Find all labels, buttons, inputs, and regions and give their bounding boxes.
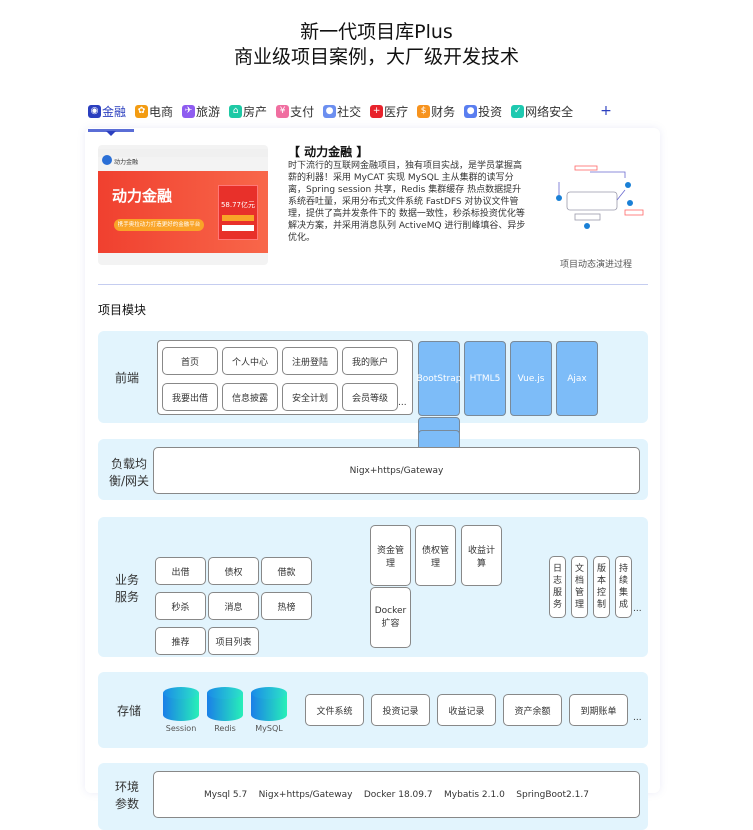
business-item[interactable]: 出借 xyxy=(155,557,206,585)
frontend-page[interactable]: 信息披露 xyxy=(222,383,278,411)
business-item[interactable]: 债权 xyxy=(208,557,259,585)
tab-2[interactable]: ✈旅游 xyxy=(182,100,220,122)
database-icon xyxy=(207,687,243,721)
tab-1[interactable]: ✿电商 xyxy=(135,100,173,122)
business-item[interactable]: 秒杀 xyxy=(155,592,206,620)
business-service[interactable]: Docker扩容 xyxy=(370,587,411,648)
tab-8[interactable]: ●投资 xyxy=(464,100,502,122)
frontend-page[interactable]: 我的账户 xyxy=(342,347,398,375)
evolution-diagram[interactable] xyxy=(555,160,645,235)
tab-label: 电商 xyxy=(149,104,174,119)
add-tab-button[interactable]: + xyxy=(600,103,612,119)
storage-item[interactable]: 投资记录 xyxy=(371,694,430,726)
frontend-label: 前端 xyxy=(114,371,139,385)
airplane-icon: ✈ xyxy=(182,104,196,118)
project-description: 时下流行的互联网金融项目，独有项目实战，是学员掌握高薪的利器！采用 MyCAT … xyxy=(288,161,526,243)
frontend-page[interactable]: 安全计划 xyxy=(282,383,338,411)
payment-icon: ¥ xyxy=(276,104,290,118)
active-tab-indicator xyxy=(88,129,134,132)
business-vertical-item[interactable]: 文档管理 xyxy=(571,556,588,618)
tab-label: 社交 xyxy=(337,104,362,119)
database-label: Redis xyxy=(214,724,236,733)
shield-icon: ✓ xyxy=(511,104,525,118)
frontend-page[interactable]: 注册登陆 xyxy=(282,347,338,375)
tab-label: 财务 xyxy=(431,104,456,119)
tech-box: Ajax xyxy=(556,341,598,416)
cylinder-top xyxy=(207,687,243,699)
page-title: 新一代项目库Plus xyxy=(300,21,453,43)
project-screenshot[interactable]: 动力金融 动力金融 携手奥拉动力打造更好的金融平台 58.77亿元 xyxy=(98,145,268,265)
business-item[interactable]: 热榜 xyxy=(261,592,312,620)
tab-7[interactable]: $财务 xyxy=(417,100,455,122)
tab-0[interactable]: ◉金融 xyxy=(88,100,126,122)
tab-label: 投资 xyxy=(478,104,503,119)
caret-down-icon xyxy=(106,131,116,136)
business-service[interactable]: 债权管理 xyxy=(415,525,456,586)
env-box: Mysql 5.7 Nigx+https/Gateway Docker 18.0… xyxy=(153,771,640,818)
tab-label: 房产 xyxy=(243,104,268,119)
tab-label: 网络安全 xyxy=(525,104,574,119)
database-icon xyxy=(163,687,199,721)
tab-5[interactable]: ●社交 xyxy=(323,100,361,122)
business-vertical-item[interactable]: 版本控制 xyxy=(593,556,610,618)
house-icon: ⌂ xyxy=(229,104,243,118)
tab-label: 支付 xyxy=(290,104,315,119)
tech-box: Vue.js xyxy=(510,341,552,416)
category-tabs: ◉金融✿电商✈旅游⌂房产¥支付●社交+医疗$财务●投资✓网络安全+ xyxy=(88,100,621,122)
tab-6[interactable]: +医疗 xyxy=(370,100,408,122)
tab-label: 金融 xyxy=(102,104,127,119)
tech-box: BootStrap xyxy=(417,341,461,416)
gateway-box[interactable]: Nigx+https/Gateway xyxy=(153,447,640,494)
user-icon: ● xyxy=(323,104,337,118)
money-bag-icon: ● xyxy=(464,104,478,118)
storage-label: 存储 xyxy=(116,704,141,718)
page-subtitle: 商业级项目案例，大厂级开发技术 xyxy=(233,46,519,68)
medical-kit-icon: + xyxy=(370,104,384,118)
storage-item[interactable]: 文件系统 xyxy=(305,694,364,726)
business-item[interactable]: 项目列表 xyxy=(208,627,259,655)
tab-label: 医疗 xyxy=(384,104,409,119)
gateway-label: 负载均衡/网关 xyxy=(108,457,150,488)
frontend-page[interactable]: 个人中心 xyxy=(222,347,278,375)
diagram-caption: 项目动态演进过程 xyxy=(560,260,633,270)
business-vertical-item[interactable]: 日志服务 xyxy=(549,556,566,618)
database-label: Session xyxy=(165,724,197,733)
business-item[interactable]: 消息 xyxy=(208,592,259,620)
business-item[interactable]: 借款 xyxy=(261,557,312,585)
tab-label: 旅游 xyxy=(196,104,221,119)
tech-connector-end xyxy=(418,430,460,448)
database-label: MySQL xyxy=(255,724,283,733)
frontend-page[interactable]: 首页 xyxy=(162,347,218,375)
cylinder-top xyxy=(251,687,287,699)
business-label: 业务服务 xyxy=(114,573,139,604)
finance-icon: ◉ xyxy=(88,104,101,118)
storage-item[interactable]: 到期账单 xyxy=(569,694,628,726)
cylinder-top xyxy=(163,687,199,699)
business-item[interactable]: 推荐 xyxy=(155,627,206,655)
business-service[interactable]: 收益计算 xyxy=(461,525,502,586)
tab-9[interactable]: ✓网络安全 xyxy=(511,100,573,122)
dollar-icon: $ xyxy=(417,104,431,118)
storage-item[interactable]: 资产余额 xyxy=(503,694,562,726)
project-title: 【 动力金融 】 xyxy=(288,145,369,159)
tech-box: HTML5 xyxy=(464,341,506,416)
business-service[interactable]: 资金管理 xyxy=(370,525,411,586)
storage-item[interactable]: 收益记录 xyxy=(437,694,496,726)
thumb-brand: 动力金融 xyxy=(112,187,173,205)
business-vertical-item[interactable]: 持续集成 xyxy=(615,556,632,618)
shop-bag-icon: ✿ xyxy=(135,104,149,118)
env-label: 环境参数 xyxy=(114,780,139,811)
frontend-page[interactable]: 我要出借 xyxy=(162,383,218,411)
frontend-page[interactable]: 会员等级 xyxy=(342,383,398,411)
modules-title: 项目模块 xyxy=(98,303,147,317)
divider xyxy=(98,284,648,285)
database-icon xyxy=(251,687,287,721)
tab-3[interactable]: ⌂房产 xyxy=(229,100,267,122)
tab-4[interactable]: ¥支付 xyxy=(276,100,314,122)
